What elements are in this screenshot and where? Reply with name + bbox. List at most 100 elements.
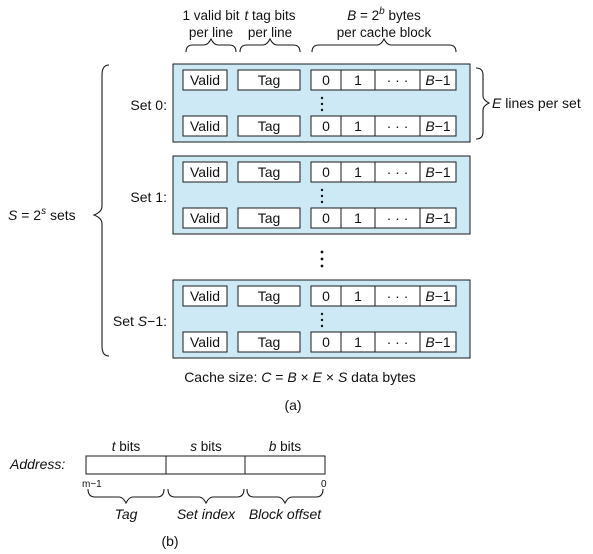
tag-cell-label: Tag <box>258 164 281 180</box>
valid-bit-cell <box>182 207 228 229</box>
bytes-ellipsis-cell-label: · · · <box>387 210 409 226</box>
header-valid: 1 valid bit per line <box>182 8 240 53</box>
address-msb: m−1 <box>82 479 102 490</box>
address-offset-bits: b bits <box>269 439 302 454</box>
valid-bit-cell-label: Valid <box>190 288 220 304</box>
header-valid-line1: 1 valid bit <box>182 8 239 23</box>
valid-bit-cell <box>182 69 228 91</box>
byte-last-cell-label: B−1 <box>425 288 451 304</box>
byte-1-cell-label: 1 <box>354 118 362 134</box>
address-diagram: Address: t bits s bits b bits m−1 0 Tag … <box>9 439 327 522</box>
address-field-block-offset <box>244 455 326 475</box>
byte-last-cell-label: B−1 <box>425 72 451 88</box>
byte-last-cell-label: B−1 <box>425 210 451 226</box>
valid-bit-cell-label: Valid <box>190 164 220 180</box>
tag-cell-label: Tag <box>258 210 281 226</box>
byte-last-cell <box>419 285 457 307</box>
address-set-bits: s bits <box>190 439 222 454</box>
set-label: Set 1: <box>130 189 167 205</box>
line-dot <box>320 200 324 204</box>
byte-0-cell-label: 0 <box>322 118 330 134</box>
header-valid-line2: per line <box>189 25 233 40</box>
set-label: Set S−1: <box>113 313 167 329</box>
between-sets-dots <box>320 250 324 268</box>
valid-bit-cell-label: Valid <box>190 210 220 226</box>
bytes-ellipsis-cell-label: · · · <box>387 164 409 180</box>
caption-a: (a) <box>284 397 301 413</box>
byte-last-cell <box>419 331 457 353</box>
byte-1-cell-label: 1 <box>354 164 362 180</box>
valid-bit-cell-label: Valid <box>190 72 220 88</box>
line-dot <box>320 96 324 100</box>
valid-bit-cell <box>182 161 228 183</box>
line-dot <box>320 324 324 328</box>
valid-bit-cell <box>182 115 228 137</box>
byte-last-cell <box>419 161 457 183</box>
header-block-line2: per cache block <box>337 25 432 40</box>
header-tag-brace <box>239 37 301 53</box>
header-tag-line1: t tag bits <box>244 8 295 23</box>
address-field-set-index <box>165 455 246 475</box>
header-valid-brace <box>185 37 237 53</box>
lines-per-set-label: E lines per set <box>492 95 581 111</box>
tag-cell <box>237 285 301 307</box>
byte-0-cell-label: 0 <box>322 288 330 304</box>
byte-0-cell-label: 0 <box>322 164 330 180</box>
valid-bit-cell-label: Valid <box>190 334 220 350</box>
tag-cell-label: Tag <box>258 72 281 88</box>
byte-0-cell-label: 0 <box>322 72 330 88</box>
address-block-offset-name: Block offset <box>249 506 322 522</box>
byte-last-cell <box>419 115 457 137</box>
line-dot <box>320 318 324 322</box>
tag-cell-label: Tag <box>258 288 281 304</box>
line-dot <box>320 312 324 316</box>
tag-cell-label: Tag <box>258 334 281 350</box>
lines-per-set-brace <box>475 67 491 140</box>
bytes-ellipsis-cell-label: · · · <box>387 72 409 88</box>
address-tag-name: Tag <box>115 506 138 522</box>
byte-0-cell-label: 0 <box>322 334 330 350</box>
header-tag-line2: per line <box>248 25 292 40</box>
line-dot <box>320 194 324 198</box>
tag-cell <box>237 69 301 91</box>
byte-last-cell-label: B−1 <box>425 164 451 180</box>
line-dot <box>320 188 324 192</box>
num-sets-brace <box>92 64 110 357</box>
tag-cell <box>237 331 301 353</box>
valid-bit-cell <box>182 285 228 307</box>
caption-b: (b) <box>161 533 178 549</box>
tag-cell <box>237 115 301 137</box>
set-label: Set 0: <box>130 97 167 113</box>
tag-cell <box>237 161 301 183</box>
byte-last-cell <box>419 207 457 229</box>
address-set-index-name: Set index <box>177 506 236 522</box>
bytes-ellipsis-cell-label: · · · <box>387 118 409 134</box>
byte-last-cell-label: B−1 <box>425 334 451 350</box>
header-block: B = 2b bytes per cache block <box>311 6 457 53</box>
tag-cell <box>237 207 301 229</box>
byte-last-cell-label: B−1 <box>425 118 451 134</box>
tag-cell-label: Tag <box>258 118 281 134</box>
address-offset-brace <box>246 488 324 505</box>
byte-last-cell <box>419 69 457 91</box>
bytes-ellipsis-cell-label: · · · <box>387 334 409 350</box>
num-sets-label: S = 2s sets <box>8 206 76 223</box>
address-set-brace <box>167 488 245 505</box>
address-tag-bits: t bits <box>112 439 141 454</box>
cache-size-formula: Cache size: C = B × E × S data bytes <box>184 369 416 385</box>
line-dot <box>320 108 324 112</box>
valid-bit-cell-label: Valid <box>190 118 220 134</box>
header-block-brace <box>311 37 457 53</box>
byte-0-cell-label: 0 <box>322 210 330 226</box>
address-tag-brace <box>87 488 165 505</box>
address-field-tag <box>85 455 167 475</box>
line-dot <box>320 102 324 106</box>
